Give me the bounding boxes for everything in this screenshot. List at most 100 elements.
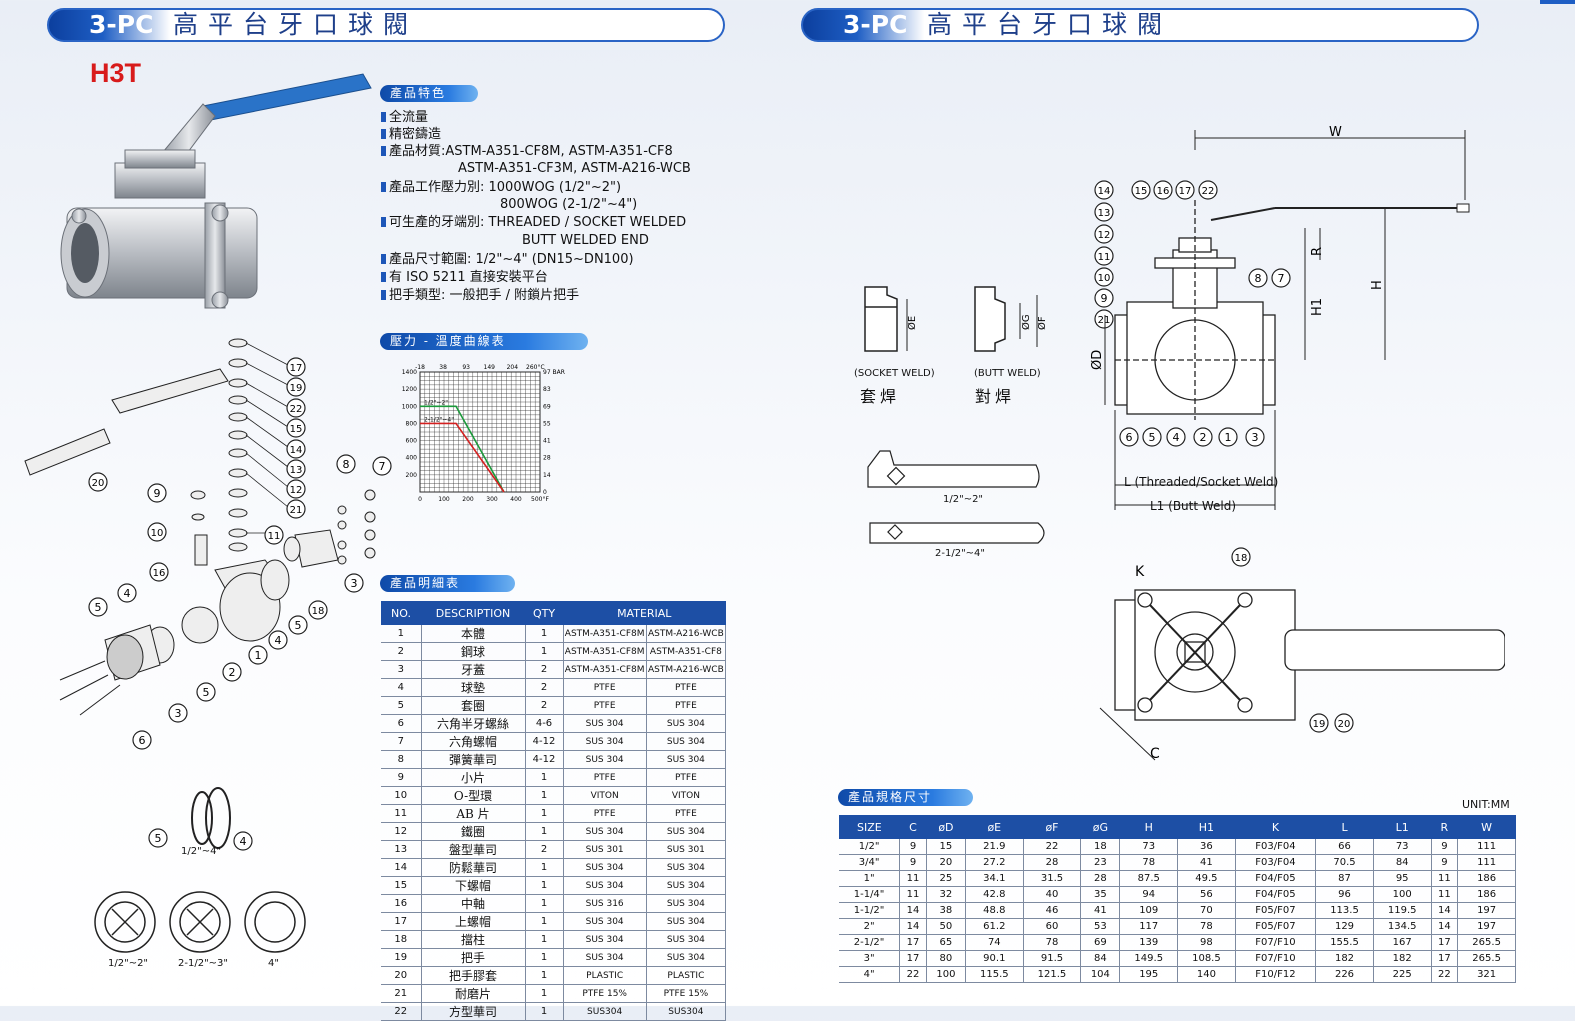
table-cell: 41: [1080, 902, 1121, 919]
callout-circle: [88, 472, 108, 492]
table-cell: PLASTIC: [563, 966, 647, 985]
table-cell: SUS 304: [563, 912, 647, 931]
callout-number: 3: [175, 707, 182, 720]
table-cell: 1: [525, 786, 564, 805]
y2-tick-label: 97 BAR: [543, 369, 565, 376]
callout-circle: [1248, 268, 1268, 288]
table-cell: 1-1/2": [839, 902, 901, 919]
callout-circle: [286, 398, 306, 418]
y2-tick-label: 0: [543, 489, 547, 496]
socket-dimension-label: ØE: [906, 316, 918, 330]
callout-number: 7: [1278, 272, 1285, 285]
dimension-H1: H1: [1310, 298, 1325, 316]
callout-1: 1: [248, 645, 268, 665]
callout-circle: [372, 456, 392, 476]
callout-circle: [286, 459, 306, 479]
column-header: L1: [1373, 815, 1432, 839]
table-cell: 32: [926, 886, 966, 903]
table-cell: 1: [525, 1002, 564, 1021]
callout-number: 12: [1098, 230, 1111, 241]
parts-heading: 產品明細表: [380, 575, 515, 592]
socket-weld-zh: 套焊: [860, 387, 901, 406]
header-title: 高平台牙口球閥: [173, 10, 419, 39]
table-cell: 2-1/2": [839, 934, 901, 951]
unit-label: UNIT:MM: [1462, 798, 1510, 811]
table-cell: 9: [899, 854, 927, 871]
table-cell: 2: [525, 660, 564, 679]
table-cell: 96: [1315, 886, 1374, 903]
table-cell: 9: [899, 839, 927, 855]
table-cell: SUS304: [646, 1002, 727, 1021]
handle-size-label: 2-1/2"~4": [935, 548, 986, 559]
table-cell: 119.5: [1373, 902, 1432, 919]
table-cell: 46: [1023, 902, 1082, 919]
callout-number: 16: [153, 568, 166, 579]
table-cell: 182: [1315, 950, 1374, 967]
table-cell: SUS 316: [563, 894, 647, 913]
table-cell: 95: [1373, 870, 1432, 887]
table-cell: 18: [1080, 839, 1121, 855]
weld-end-diagrams: ØE ØG ØF: [864, 286, 1048, 352]
table-cell: 17: [1431, 934, 1459, 951]
x-tick-label: 100: [438, 496, 450, 503]
column-header: H: [1119, 815, 1178, 839]
table-cell: 90.1: [965, 950, 1024, 967]
feature-line: 精密鑄造: [381, 126, 441, 144]
callout-circle: [1245, 427, 1265, 447]
callout-15: 15: [1131, 180, 1151, 200]
y-tick-label: 1000: [402, 403, 417, 410]
table-cell: 把手: [421, 948, 526, 967]
seat-variants-diagram: [94, 891, 306, 953]
table-cell: AB 片: [421, 804, 526, 823]
table-cell: 78: [1119, 854, 1179, 871]
chart-heading: 壓力 - 溫度曲線表: [380, 333, 588, 350]
column-header: H1: [1177, 815, 1236, 839]
callout-number: 6: [139, 734, 146, 747]
callout-number: 16: [1157, 186, 1170, 197]
table-cell: 1: [525, 804, 564, 823]
table-cell: SUS 304: [646, 750, 727, 769]
table-cell: 10: [381, 786, 422, 805]
table-cell: 2: [525, 678, 564, 697]
table-cell: 197: [1457, 902, 1516, 919]
callout-circle: [1166, 427, 1186, 447]
table-cell: 60: [1023, 918, 1082, 935]
callout-circle: [268, 630, 288, 650]
y-tick-label: 600: [406, 438, 418, 445]
table-cell: PTFE: [563, 696, 647, 715]
table-cell: 111: [1457, 854, 1516, 871]
callout-number: 1: [1225, 431, 1232, 444]
callout-number: 11: [268, 531, 281, 542]
callout-7: 7: [1271, 268, 1291, 288]
table-cell: 121.5: [1023, 966, 1082, 983]
table-cell: 19: [381, 948, 422, 967]
callout-circle: [1094, 288, 1114, 308]
model-name: H3T: [90, 58, 142, 88]
table-cell: 70: [1177, 902, 1236, 919]
callout-number: 4: [240, 835, 247, 848]
table-cell: 17: [1431, 950, 1459, 967]
table-cell: 66: [1315, 839, 1374, 855]
table-cell: 5: [381, 696, 422, 715]
butt-dimension-label: ØG: [1020, 314, 1032, 330]
table-cell: 方型華司: [421, 1002, 526, 1021]
table-cell: SUS 304: [646, 894, 727, 913]
y2-tick-label: 41: [543, 438, 551, 445]
callout-number: 13: [290, 465, 303, 476]
table-cell: 盤型華司: [421, 840, 526, 859]
table-cell: 167: [1373, 934, 1432, 951]
table-cell: 17: [899, 950, 927, 967]
table-cell: 1: [525, 966, 564, 985]
table-cell: 1: [381, 625, 422, 643]
table-cell: 65: [926, 934, 966, 951]
table-cell: 27.2: [965, 854, 1024, 871]
table-cell: SUS 304: [646, 732, 727, 751]
table-cell: 3: [381, 660, 422, 679]
table-cell: F07/F10: [1235, 950, 1317, 967]
callout-number: 7: [379, 460, 386, 473]
callout-number: 18: [312, 606, 325, 617]
